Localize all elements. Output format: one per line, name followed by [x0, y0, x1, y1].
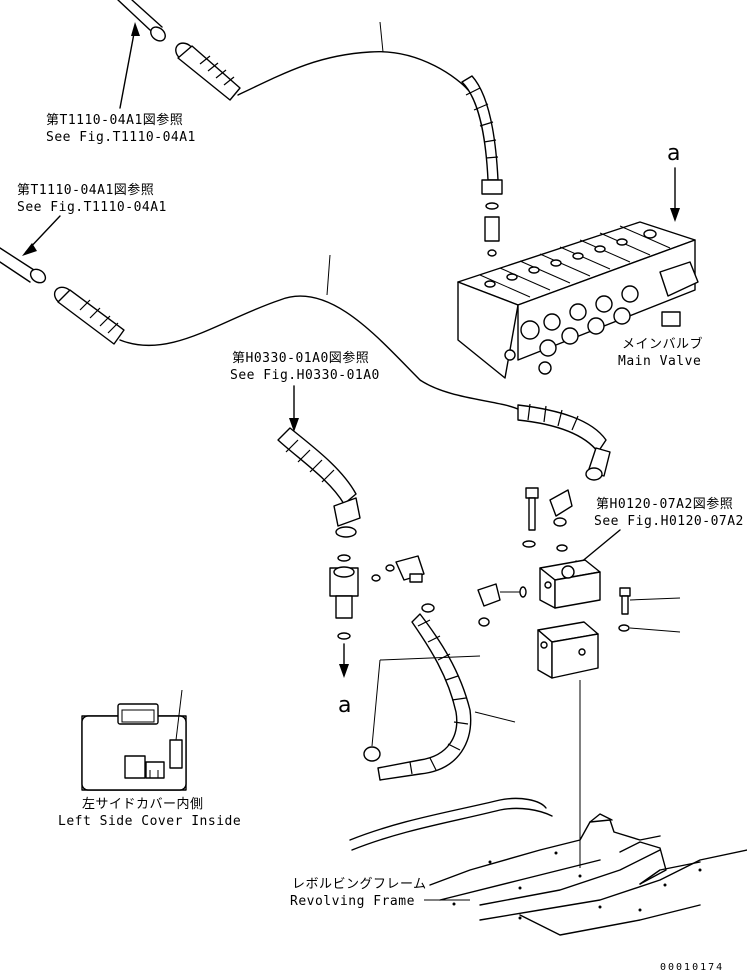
elbow-fitting-2 — [371, 555, 425, 583]
valve-block-upper — [539, 559, 601, 609]
drawing-number: 00010174 — [660, 962, 724, 973]
ref3-en: See Fig.H0330-01A0 — [230, 368, 380, 383]
frame-jp: レボルビングフレーム — [292, 877, 427, 892]
main-valve — [457, 221, 699, 379]
left-side-cover-box — [81, 689, 187, 791]
ref3-jp: 第H0330-01A0図参照 — [232, 350, 369, 366]
ref4-jp: 第H0120-07A2図参照 — [596, 496, 733, 512]
hose-segment-1 — [461, 75, 503, 257]
hose-segment-4 — [363, 603, 516, 781]
elbow-fitting-1 — [549, 489, 573, 527]
marker-a-bottom: a — [338, 693, 351, 718]
valve-block-lower — [537, 621, 681, 679]
pipe-top-left — [117, 0, 241, 101]
ref1-en: See Fig.T1110-04A1 — [46, 130, 196, 145]
left-cover-jp: 左サイドカバー内側 — [82, 796, 204, 812]
pipe-left — [0, 247, 125, 345]
adapter-1 — [329, 566, 359, 640]
ref2-en: See Fig.T1110-04A1 — [17, 200, 167, 215]
revolving-frame — [349, 797, 747, 936]
ref1-jp: 第T1110-04A1図参照 — [46, 112, 183, 128]
ref4-en: See Fig.H0120-07A2 — [594, 514, 744, 529]
bolt-1 — [525, 487, 539, 531]
hose-segment-3 — [277, 427, 361, 562]
hose-line-1 — [237, 51, 469, 96]
frame-en: Revolving Frame — [290, 894, 415, 909]
bolt-2 — [619, 587, 681, 615]
left-cover-en: Left Side Cover Inside — [58, 814, 241, 829]
hose-segment-2 — [517, 403, 611, 481]
elbow-fitting-3 — [477, 583, 527, 607]
hose-line-2 — [119, 295, 521, 411]
main-valve-jp: メインバルブ — [622, 336, 703, 352]
main-valve-en: Main Valve — [618, 354, 701, 369]
marker-a-top: a — [667, 141, 680, 166]
ref2-jp: 第T1110-04A1図参照 — [17, 182, 154, 198]
